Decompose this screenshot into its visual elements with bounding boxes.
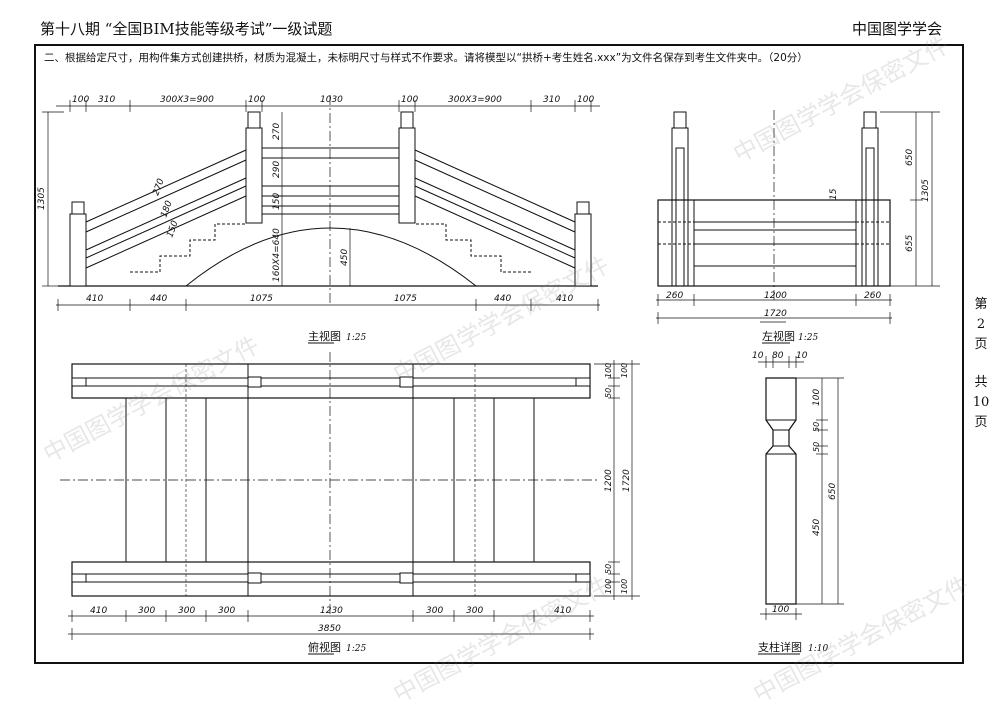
post-detail-title: 支柱详图 [758,640,802,654]
dim-label: 300X3=900 [160,95,214,105]
left-view-title: 左视图 [762,329,795,343]
dim-label: 410 [556,294,573,304]
dim-label: 410 [86,294,103,304]
dim-label: 650 [828,483,838,500]
dim-label: 100 [620,363,629,378]
dim-label: 300 [178,606,195,616]
dim-label: 410 [90,606,107,616]
dim-label: 100 [812,389,822,406]
page-char: 页 [974,337,988,352]
front-view-title: 主视图 [308,329,341,343]
dim-label: 270 [272,123,282,140]
left-tall-post [245,127,263,224]
dim-label: 300 [466,606,483,616]
dim-label: 300 [426,606,443,616]
front-view-scale: 1:25 [346,333,366,343]
drawing-frame [34,44,964,664]
dim-label: 260 [864,291,881,301]
dim-label: 150 [165,219,180,239]
dim-label: 1305 [921,179,931,202]
organization-name: 中国图学学会 [852,20,943,38]
dim-label: 180 [159,199,174,219]
total-char: 共 [974,375,988,390]
dim-label: 50 [604,564,613,574]
dim-label: 10 [796,351,808,361]
total-char: 页 [974,415,988,430]
view-titles: 主视图 1:25 左视图 1:25 俯视图 1:25 支柱详图 1:10 [308,329,828,654]
page-counter: 第 2 页 共 10 页 [964,44,1000,664]
top-view-scale: 1:25 [346,644,366,654]
top-view-title: 俯视图 [308,640,341,654]
top-view [60,352,640,655]
dim-label: 300X3=900 [448,95,502,105]
dim-label: 100 [604,579,613,594]
dim-label: 15 [829,188,839,200]
dim-label: 1720 [764,309,787,319]
post-detail-scale: 1:10 [808,644,828,654]
sheet-title: 第十八期 “全国BIM技能等级考试”一级试题 [40,20,333,38]
dim-label: 80 [772,351,784,361]
dim-label: 100 [620,579,629,594]
dim-label: 450 [340,249,350,266]
dim-label: 50 [812,442,821,452]
dim-label: 1075 [250,294,273,304]
bridge-arch [185,227,477,287]
dim-label: 1305 [37,187,47,210]
dim-label: 655 [905,235,915,252]
dim-label: 50 [604,388,613,398]
dim-label: 50 [812,422,821,432]
dim-label: 310 [543,95,560,105]
right-tall-post [398,127,416,224]
dim-label: 100 [248,95,265,105]
dim-label: 1075 [394,294,417,304]
dim-label: 410 [554,606,571,616]
dim-label: 1200 [604,469,614,492]
dim-label: 450 [812,519,822,536]
dim-label: 290 [272,161,282,178]
dim-label: 100 [401,95,418,105]
dim-label: 10 [752,351,764,361]
front-view [42,95,600,344]
dim-label: 440 [150,294,167,304]
page-char: 第 [974,297,988,312]
dim-label: 150 [272,193,282,210]
total-number: 10 [972,395,990,410]
dim-label: 100 [72,95,89,105]
dim-label: 1030 [320,95,343,105]
dim-label: 100 [604,363,613,378]
dim-label: 650 [905,149,915,166]
dim-label: 300 [218,606,235,616]
post-detail [758,356,844,655]
dim-label: 3850 [318,624,341,634]
dim-label: 1720 [622,469,632,492]
left-view [656,110,940,344]
dim-label: 440 [494,294,511,304]
dim-label: 310 [98,95,115,105]
dimension-labels: 100 310 300X3=900 100 1030 100 300X3=900… [37,95,931,634]
left-view-scale: 1:25 [798,333,818,343]
dim-label: 1200 [764,291,787,301]
dim-label: 160X4=640 [272,228,282,282]
right-end-post [574,213,592,287]
task-instruction: 二、根据给定尺寸，用构件集方式创建拱桥，材质为混凝土，未标明尺寸与样式不作要求。… [44,52,808,64]
dim-label: 1230 [320,606,343,616]
left-end-post [69,213,87,287]
dim-label: 100 [577,95,594,105]
dim-label: 100 [772,605,789,615]
page-number: 2 [976,317,986,332]
dim-label: 300 [138,606,155,616]
dim-label: 260 [666,291,683,301]
